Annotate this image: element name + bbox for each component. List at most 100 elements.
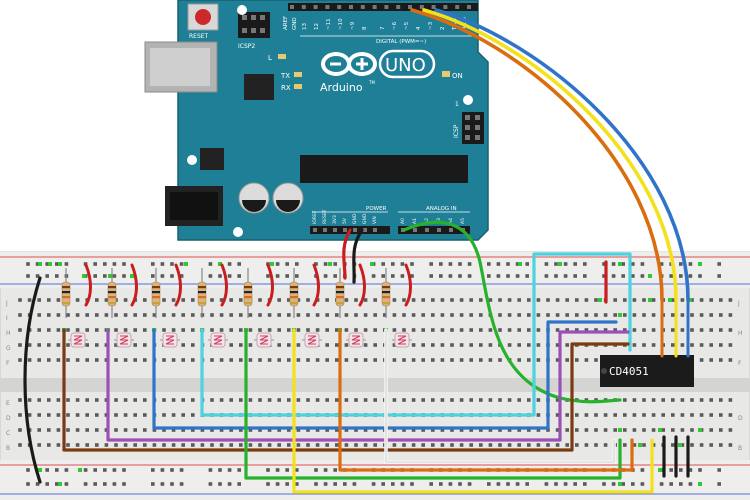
breadboard-hole bbox=[335, 428, 339, 432]
breadboard-hole bbox=[95, 343, 99, 347]
breadboard-hole bbox=[191, 443, 195, 447]
rail-hole bbox=[103, 274, 107, 278]
resistor bbox=[107, 263, 138, 318]
breadboard-hole bbox=[219, 328, 224, 332]
breadboard-hole bbox=[258, 443, 262, 447]
breadboard-hole bbox=[594, 398, 598, 402]
rail-hole bbox=[611, 262, 616, 266]
wire-red-5v bbox=[342, 228, 352, 280]
breadboard-hole bbox=[507, 328, 512, 332]
rail-hole bbox=[170, 274, 174, 278]
rail-hole bbox=[26, 468, 30, 472]
breadboard-hole bbox=[296, 313, 301, 317]
breadboard-hole bbox=[37, 413, 41, 417]
breadboard-hole bbox=[671, 343, 675, 347]
wire-yellow-digital bbox=[422, 8, 678, 302]
breadboard-hole bbox=[719, 313, 723, 317]
breadboard-hole bbox=[575, 328, 579, 332]
breadboard-hole bbox=[440, 398, 445, 402]
pin-7-label: 7 bbox=[380, 26, 386, 30]
row-label-j: J bbox=[5, 300, 8, 307]
breadboard-hole bbox=[104, 428, 109, 432]
breadboard-hole bbox=[661, 398, 665, 402]
breadboard-hole bbox=[555, 443, 560, 447]
breadboard-hole bbox=[219, 398, 224, 402]
breadboard-hole bbox=[277, 298, 281, 302]
reset-button-cap[interactable] bbox=[195, 9, 211, 25]
breadboard-hole bbox=[603, 413, 608, 417]
breadboard-hole bbox=[344, 328, 349, 332]
breadboard-hole bbox=[450, 328, 454, 332]
breadboard-hole bbox=[584, 328, 589, 332]
breadboard-hole bbox=[248, 428, 253, 432]
breadboard-hole bbox=[498, 358, 502, 362]
pin-4-label: 4 bbox=[416, 26, 422, 30]
breadboard-hole bbox=[56, 443, 61, 447]
breadboard-hole bbox=[114, 313, 118, 317]
breadboard-hole bbox=[440, 298, 445, 302]
rail-hole bbox=[103, 468, 107, 472]
breadboard-hole bbox=[85, 358, 89, 362]
breadboard-hole bbox=[373, 313, 377, 317]
photoresistor bbox=[68, 332, 88, 348]
breadboard-hole bbox=[306, 298, 310, 302]
breadboard-hole bbox=[210, 313, 214, 317]
breadboard-hole bbox=[37, 358, 41, 362]
breadboard-hole bbox=[181, 413, 185, 417]
breadboard-hole bbox=[450, 443, 454, 447]
resistor bbox=[61, 263, 92, 318]
breadboard-hole bbox=[95, 398, 99, 402]
connected-hole bbox=[270, 262, 274, 266]
breadboard-hole bbox=[488, 298, 493, 302]
breadboard-hole bbox=[671, 428, 675, 432]
breadboard-hole bbox=[239, 298, 243, 302]
rail-hole bbox=[93, 468, 97, 472]
breadboard-hole bbox=[632, 328, 637, 332]
breadboard-hole bbox=[584, 413, 589, 417]
rail-hole bbox=[669, 274, 673, 278]
breadboard-hole bbox=[287, 313, 291, 317]
wire-green-a0 bbox=[402, 220, 622, 404]
rail-hole bbox=[371, 274, 376, 278]
breadboard-hole bbox=[651, 298, 656, 302]
rail-hole bbox=[621, 274, 625, 278]
breadboard-hole bbox=[18, 358, 22, 362]
breadboard-hole bbox=[507, 443, 512, 447]
breadboard-hole bbox=[354, 428, 358, 432]
wire-black-gnd bbox=[352, 228, 364, 284]
header-pin bbox=[467, 5, 471, 9]
breadboard-hole bbox=[75, 313, 80, 317]
breadboard-hole bbox=[594, 428, 598, 432]
breadboard-hole bbox=[373, 443, 377, 447]
breadboard-hole bbox=[181, 428, 185, 432]
rail-hole bbox=[285, 262, 289, 266]
rail-hole bbox=[275, 262, 280, 266]
rail-hole bbox=[602, 274, 606, 278]
header-pin bbox=[363, 228, 367, 232]
breadboard-hole bbox=[123, 358, 128, 362]
breadboard-hole bbox=[699, 413, 704, 417]
breadboard-hole bbox=[248, 343, 253, 347]
resistor-row bbox=[61, 263, 412, 318]
breadboard-hole bbox=[18, 343, 22, 347]
breadboard-hole bbox=[56, 343, 61, 347]
breadboard-hole bbox=[555, 358, 560, 362]
breadboard-hole bbox=[536, 443, 541, 447]
breadboard-hole bbox=[344, 443, 349, 447]
breadboard-hole bbox=[47, 398, 51, 402]
breadboard-hole bbox=[335, 358, 339, 362]
breadboard-hole bbox=[623, 328, 627, 332]
breadboard-hole bbox=[402, 313, 406, 317]
breadboard-hole bbox=[536, 343, 541, 347]
rail-hole bbox=[26, 482, 30, 486]
rail-hole bbox=[621, 482, 625, 486]
rail-hole bbox=[717, 274, 721, 278]
breadboard-hole bbox=[517, 358, 521, 362]
breadboard-hole bbox=[66, 328, 70, 332]
breadboard-hole bbox=[306, 358, 310, 362]
rail-hole bbox=[64, 482, 69, 486]
rail-hole bbox=[151, 482, 155, 486]
breadboard-hole bbox=[479, 298, 483, 302]
rail-hole bbox=[112, 274, 117, 278]
breadboard-hole bbox=[296, 298, 301, 302]
